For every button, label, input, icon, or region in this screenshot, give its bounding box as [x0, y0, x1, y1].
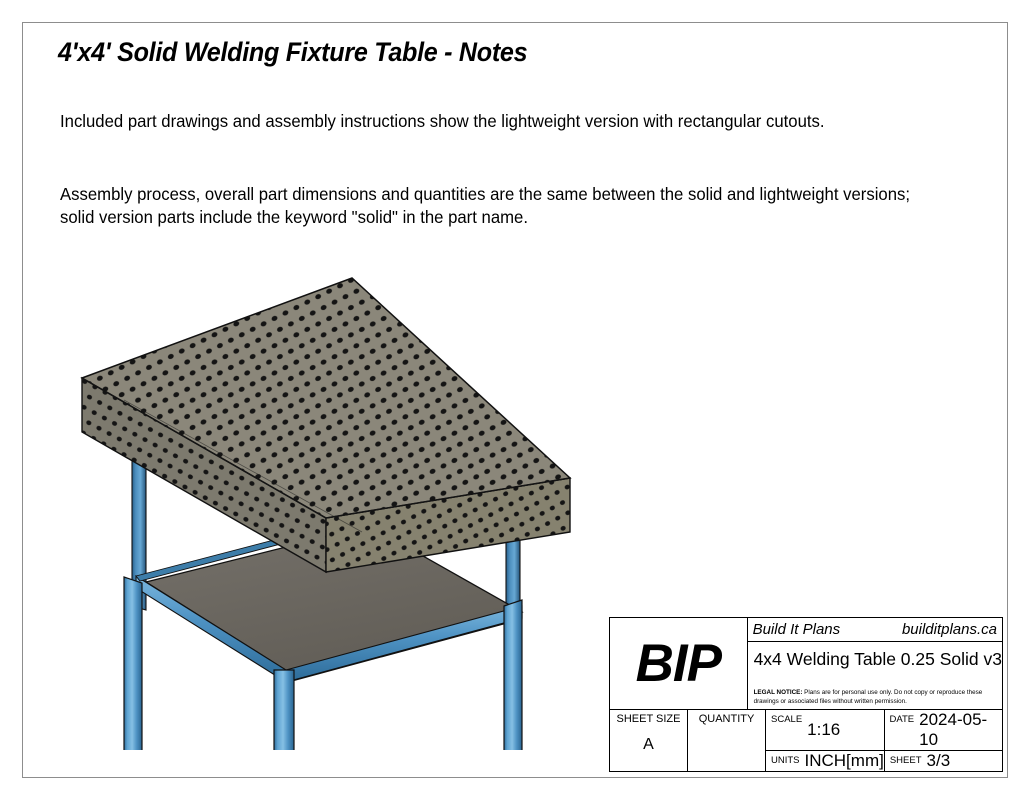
sheet-size-cell: SHEET SIZE A	[610, 710, 688, 771]
company-name: Build It Plans	[752, 621, 841, 638]
title-block-upper-right: Build It Plans builditplans.ca 4x4 Weldi…	[747, 618, 1002, 709]
scale-label: SCALE	[771, 714, 803, 725]
legal-notice: LEGAL NOTICE: Plans are for personal use…	[748, 676, 1002, 709]
isometric-table-drawing	[70, 250, 630, 750]
units-sheet-row: UNITS INCH[mm] SHEET 3/3	[766, 751, 1002, 771]
notes-area: 4'x4' Solid Welding Fixture Table - Note…	[58, 37, 958, 227]
company-website: builditplans.ca	[901, 621, 997, 638]
table-leg-front-center	[273, 669, 295, 750]
perforated-tabletop	[80, 277, 572, 574]
units-value: INCH[mm]	[804, 751, 884, 770]
sheet-size-value: A	[643, 736, 654, 753]
table-leg-front-left	[123, 576, 143, 750]
title-block-lower: SHEET SIZE A QUANTITY SCALE 1:16 DATE 20…	[610, 710, 1002, 771]
quantity-cell: QUANTITY	[688, 710, 766, 771]
note-paragraph-2: Assembly process, overall part dimension…	[60, 184, 911, 228]
title-block: BIP Build It Plans builditplans.ca 4x4 W…	[609, 617, 1003, 772]
sheet-size-label: SHEET SIZE	[616, 713, 681, 725]
quantity-value	[688, 725, 765, 771]
units-field: UNITS INCH[mm]	[766, 751, 885, 771]
scale-date-row: SCALE 1:16 DATE 2024-05-10	[766, 710, 1002, 751]
brand-logo-cell: BIP	[610, 618, 748, 709]
table-leg-front-right	[503, 599, 523, 750]
sheet-number-field: SHEET 3/3	[885, 751, 1002, 771]
note-paragraph-1: Included part drawings and assembly inst…	[60, 111, 825, 131]
scale-value: 1:16	[807, 720, 841, 739]
title-block-fields: SCALE 1:16 DATE 2024-05-10 UNITS INCH[mm…	[766, 710, 1002, 771]
drawing-title: 4x4 Welding Table 0.25 Solid v3	[753, 648, 1002, 669]
company-row: Build It Plans builditplans.ca	[747, 618, 1002, 642]
legal-notice-label: LEGAL NOTICE:	[753, 688, 803, 696]
page-title: 4'x4' Solid Welding Fixture Table - Note…	[58, 37, 528, 67]
legal-notice-text: Plans are for personal use only. Do not …	[753, 688, 983, 705]
date-field: DATE 2024-05-10	[885, 710, 1003, 750]
title-block-upper: BIP Build It Plans builditplans.ca 4x4 W…	[610, 618, 1002, 710]
welding-table-svg	[80, 277, 572, 750]
quantity-label: QUANTITY	[698, 713, 755, 725]
sheet-number-value: 3/3	[926, 751, 951, 770]
sheet-number-label: SHEET	[889, 755, 922, 766]
bip-logo: BIP	[635, 634, 722, 693]
date-value: 2024-05-10	[919, 710, 988, 749]
units-label: UNITS	[771, 755, 800, 766]
scale-field: SCALE 1:16	[766, 710, 885, 750]
table-assembly	[80, 277, 572, 750]
date-label: DATE	[889, 714, 915, 725]
